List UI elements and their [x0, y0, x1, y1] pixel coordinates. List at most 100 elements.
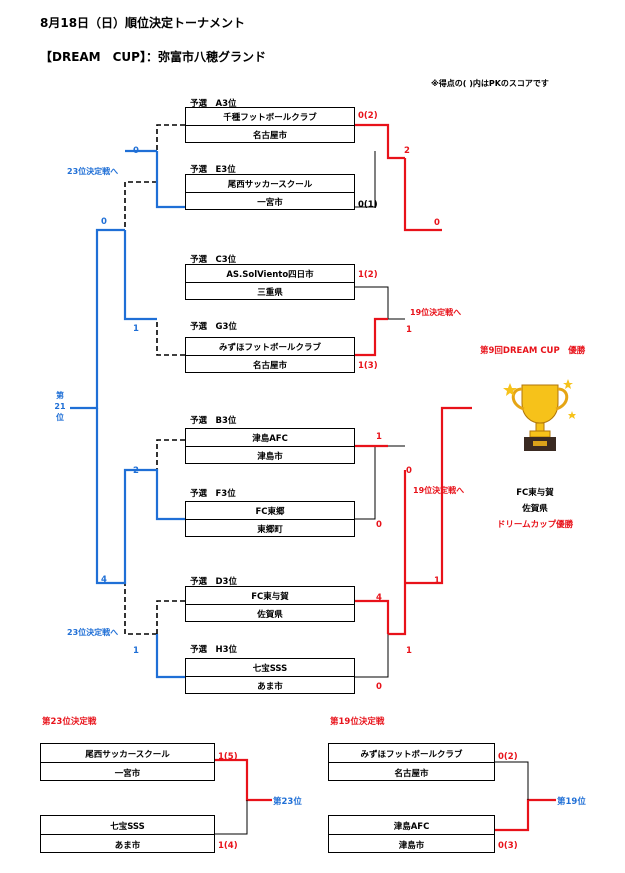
team-box: AS.SolViento四日市 三重県: [185, 264, 355, 300]
score-l4: 1: [133, 646, 139, 656]
team-city: あま市: [257, 682, 283, 692]
line-a3-in: [156, 124, 185, 151]
line-e3-blue: [155, 151, 185, 209]
line-d3-in: [156, 600, 185, 634]
score: 0(2): [358, 111, 378, 121]
playoff23-title: 第23位決定戦: [42, 717, 97, 727]
score-sf1b: 1: [406, 325, 412, 335]
champion-team: FC東与賀: [516, 488, 554, 498]
score-l3: 2: [133, 466, 139, 476]
line-b3-in: [156, 439, 185, 470]
team-name: AS.SolViento四日市: [226, 270, 314, 280]
team-name: 津島AFC: [393, 822, 430, 832]
line-p19-red: [495, 798, 556, 832]
divider: [186, 125, 354, 126]
team-box: FC東与賀 佐賀県: [185, 586, 355, 622]
line-d3-red2: [388, 583, 407, 636]
score-l1: 0: [133, 146, 139, 156]
score: 0: [376, 682, 382, 692]
seed-g3: 予選 G3位: [190, 322, 237, 332]
team-city: あま市: [114, 841, 141, 851]
score-final-top: 0: [434, 218, 440, 228]
divider: [186, 676, 354, 677]
line-sf1-red: [403, 158, 442, 232]
line-l1-blue: [70, 228, 125, 410]
line-h3-out: [355, 634, 389, 678]
team-city: 東郷町: [257, 525, 283, 535]
score: 1: [376, 432, 382, 442]
playoff23-score-b: 1(4): [218, 841, 238, 851]
label-19-top: 19位決定戦へ: [410, 308, 462, 317]
seed-a3: 予選 A3位: [190, 99, 237, 109]
divider: [186, 446, 354, 447]
line-q4-dash: [124, 583, 157, 635]
playoff19-result: 第19位: [557, 797, 586, 807]
playoff23-team-b: 七宝SSS あま市: [40, 815, 215, 853]
team-city: 佐賀県: [257, 610, 283, 620]
team-name: 千種フットボールクラブ: [223, 113, 317, 123]
line-g3-red: [355, 317, 388, 357]
score: 0: [376, 520, 382, 530]
line-p23-red: [215, 758, 272, 802]
team-name: 七宝SSS: [110, 822, 145, 832]
team-box: 津島AFC 津島市: [185, 428, 355, 464]
line-g3-in: [156, 319, 185, 356]
divider: [329, 834, 494, 835]
seed-e3: 予選 E3位: [190, 165, 236, 175]
team-box: 七宝SSS あま市: [185, 658, 355, 694]
team-name: 尾西サッカースクール: [227, 180, 313, 190]
label-21st: 第 21 位: [54, 391, 66, 422]
venue-title: 【DREAM CUP】：弥富市八穂グランド: [40, 50, 266, 64]
score: 0(1): [358, 200, 378, 210]
divider: [41, 762, 214, 763]
score-final-bottom: 1: [434, 576, 440, 586]
seed-f3: 予選 F3位: [190, 489, 236, 499]
team-city: 津島市: [398, 841, 425, 851]
score-sf1: 2: [404, 146, 410, 156]
team-name: みずほフットボールクラブ: [360, 750, 463, 760]
line-q1-dash: [124, 181, 157, 230]
team-name: FC東郷: [255, 507, 285, 517]
trophy-icon: [503, 379, 576, 451]
line-l2-blue: [123, 230, 157, 321]
team-box: みずほフットボールクラブ 名古屋市: [185, 337, 355, 373]
team-city: 名古屋市: [394, 769, 429, 779]
team-name: FC東与賀: [251, 592, 289, 602]
line-f3-out: [355, 446, 376, 520]
line-c3-out: [355, 286, 389, 319]
divider: [186, 192, 354, 193]
divider: [329, 762, 494, 763]
score-q2: 4: [101, 575, 107, 585]
seed-b3: 予選 B3位: [190, 416, 237, 426]
team-city: 名古屋市: [252, 361, 287, 371]
line-e3-out: [355, 151, 376, 208]
line-final-red: [405, 406, 472, 585]
divider: [41, 834, 214, 835]
team-city: 津島市: [257, 452, 283, 462]
divider: [186, 355, 354, 356]
playoff19-score-b: 0(3): [498, 841, 518, 851]
score: 1(2): [358, 270, 378, 280]
playoff19-score-a: 0(2): [498, 752, 518, 762]
divider: [186, 282, 354, 283]
seed-h3: 予選 H3位: [190, 645, 238, 655]
playoff23-result: 第23位: [273, 797, 302, 807]
team-name: みずほフットボールクラブ: [218, 343, 321, 353]
playoff19-title: 第19位決定戦: [330, 717, 385, 727]
line-f3-blue: [95, 408, 185, 585]
score-sf2: 0: [406, 466, 412, 476]
champion-caption: ドリームカップ優勝: [496, 520, 574, 530]
champion-pref: 佐賀県: [522, 504, 548, 514]
seed-d3: 予選 D3位: [190, 577, 237, 587]
playoff23-score-a: 1(5): [218, 752, 238, 762]
champion-heading: 第9回DREAM CUP 優勝: [480, 346, 586, 356]
label-23-bottom: 23位決定戦へ: [67, 628, 119, 637]
seed-c3: 予選 C3位: [190, 255, 237, 265]
team-city: 一宮市: [257, 198, 283, 208]
score: 4: [376, 593, 382, 603]
team-name: 尾西サッカースクール: [85, 750, 170, 760]
team-city: 名古屋市: [252, 131, 287, 141]
line-h3-blue: [155, 634, 185, 679]
score: 1(3): [358, 361, 378, 371]
divider: [186, 604, 354, 605]
